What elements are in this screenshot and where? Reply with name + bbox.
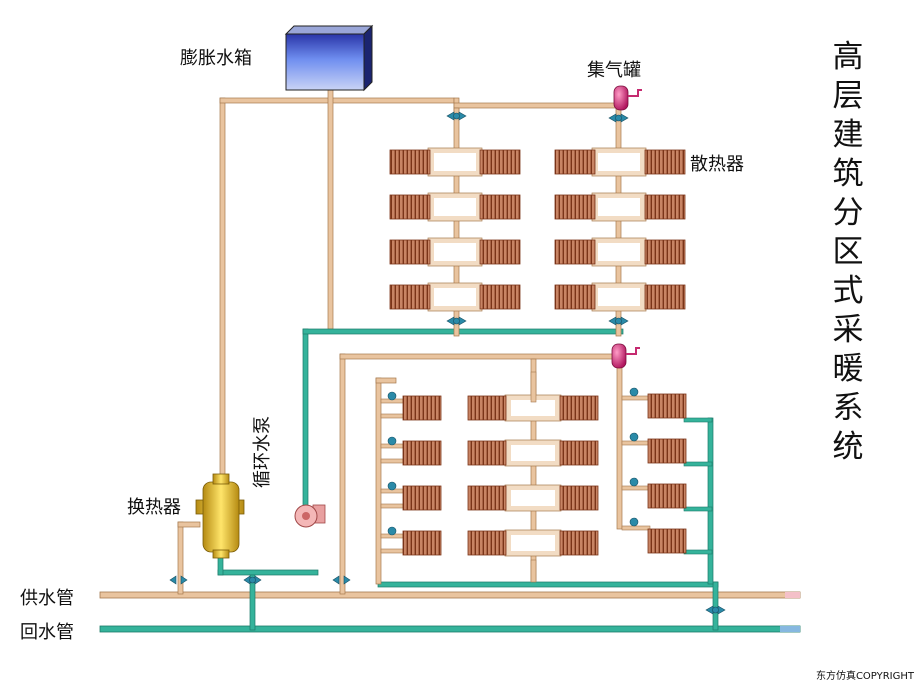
air-collector-icon [613,85,642,111]
air-collector-icon [611,343,640,369]
supply-pipe-label: 供水管 [20,588,74,609]
expansion-tank-label: 膨胀水箱 [180,48,252,69]
copyright-credit: 东方仿真COPYRIGHT [815,671,914,682]
valve-icon [169,111,726,615]
return-main-pipe [99,625,801,633]
circulation-pump-icon [294,504,326,528]
upper-zone [389,107,686,337]
expansion-tank-icon [284,24,374,92]
circulation-pump-label: 循环水泵 [252,416,273,488]
heat-exchanger-icon [195,473,245,559]
return-pipe-label: 回水管 [20,622,74,643]
radiator-icon [402,393,687,556]
page-title: 高层建筑分区式采暖系统 [832,39,864,465]
return-riser-pipes [217,328,719,631]
air-collector-label: 集气罐 [587,60,641,81]
radiator-icon [389,149,686,310]
radiator-label: 散热器 [690,154,744,175]
lower-zone [375,358,713,585]
supply-riser-pipes [177,83,622,595]
heat-exchanger-label: 换热器 [127,497,181,518]
supply-main-pipe [99,591,801,599]
